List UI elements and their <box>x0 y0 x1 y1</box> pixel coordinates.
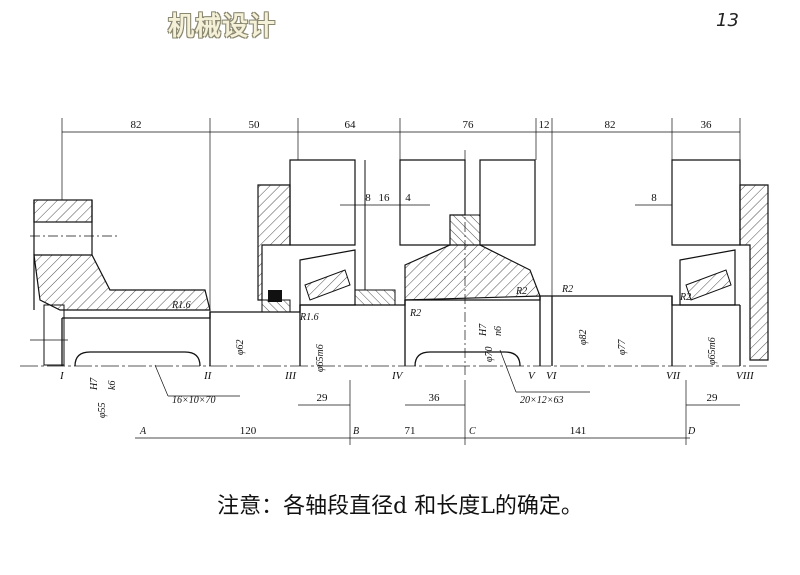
dim-top-4: 76 <box>463 119 475 131</box>
dim-bottom-3: 29 <box>707 392 719 404</box>
brand-logo: 机械设计 <box>168 12 277 42</box>
dim-top-6: 82 <box>605 119 616 131</box>
left-bearing-housing <box>257 159 396 313</box>
dia-1-fit-top: H7 <box>89 377 100 391</box>
section-IV: IV <box>391 370 404 382</box>
support-B: B <box>353 426 359 437</box>
section-V: V <box>528 370 536 382</box>
radius-6: R2 <box>679 292 691 303</box>
section-I: I <box>59 370 65 382</box>
section-VIII: VIII <box>736 370 755 382</box>
dim-top-5: 12 <box>539 119 550 131</box>
dim-top-2: 50 <box>249 119 261 131</box>
section-II: II <box>203 370 213 382</box>
section-III: III <box>284 370 297 382</box>
gear <box>399 150 541 375</box>
dim-bottom-1: 29 <box>317 392 329 404</box>
dim-inner-1: 8 <box>365 192 371 204</box>
key-2: 20×12×63 <box>520 395 564 406</box>
dia-4-fit-bottom: n6 <box>493 326 504 336</box>
dim-inner-4: 8 <box>651 192 657 204</box>
dim-top-7: 36 <box>701 119 713 131</box>
key-1: 16×10×70 <box>172 395 216 406</box>
dim-inner-2: 16 <box>379 192 391 204</box>
radius-1: R1.6 <box>171 300 191 311</box>
dia-1-fit-bottom: k6 <box>107 381 118 390</box>
support-C: C <box>469 426 476 437</box>
dia-4: φ70 <box>484 346 495 362</box>
dim-inner-3: 4 <box>405 192 411 204</box>
page-number: 13 <box>716 10 739 31</box>
dia-1: φ55 <box>97 402 108 418</box>
radius-2: R1.6 <box>299 312 319 323</box>
dia-7: φ65m6 <box>707 337 718 365</box>
right-bearing-housing <box>671 159 769 361</box>
dia-5: φ82 <box>578 329 589 345</box>
dim-span-2: 71 <box>405 425 416 437</box>
dia-4-fit-top: H7 <box>478 323 489 337</box>
radius-3: R2 <box>409 308 421 319</box>
key-leader-2 <box>499 349 517 393</box>
dia-2: φ62 <box>235 339 246 355</box>
support-D: D <box>687 426 696 437</box>
section-VI: VI <box>546 370 558 382</box>
section-VII: VII <box>666 370 681 382</box>
key-leader-1 <box>154 364 169 397</box>
dim-top-3: 64 <box>345 119 357 131</box>
dim-top-1: 82 <box>131 119 142 131</box>
radius-5: R2 <box>561 284 573 295</box>
shaft-assembly-drawing: 82 50 64 76 12 82 36 8 16 4 8 I II III I… <box>20 118 770 445</box>
dim-span-3: 141 <box>570 425 587 437</box>
dim-bottom-2: 36 <box>429 392 441 404</box>
coupling-hub <box>30 199 211 366</box>
radius-4: R2 <box>515 286 527 297</box>
caption-text: 注意：各轴段直径d 和长度L的确定。 <box>217 494 583 519</box>
dia-6: φ77 <box>617 338 628 355</box>
dia-3: φ65m6 <box>315 344 326 372</box>
shaft-outline <box>61 295 741 367</box>
extension-lines <box>61 118 741 312</box>
support-A: A <box>139 426 147 437</box>
dim-span-1: 120 <box>240 425 257 437</box>
